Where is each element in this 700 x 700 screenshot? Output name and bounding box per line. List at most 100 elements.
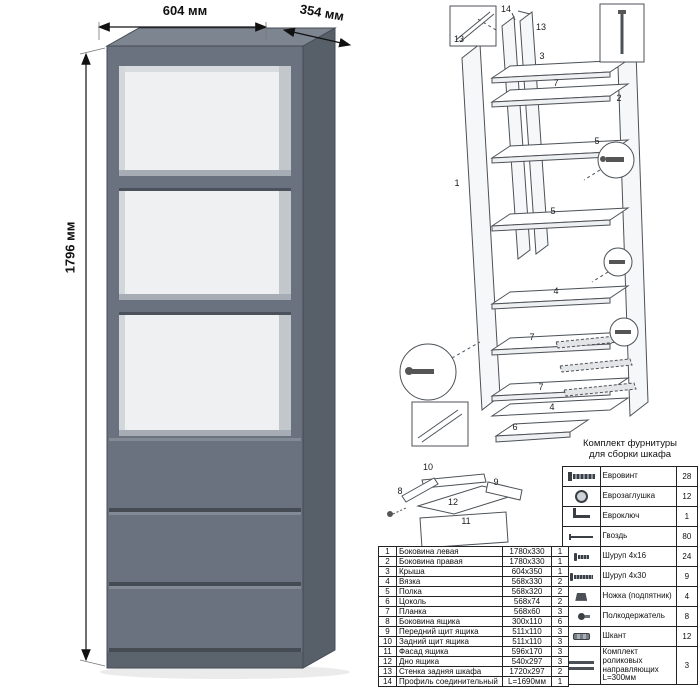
screw-4x30-icon [569,572,593,581]
hardware-name-cell: Гвоздь [599,526,677,547]
part-number-label: 3 [539,51,545,61]
hardware-qty-cell: 24 [675,546,699,567]
part-number-cell: 4 [378,576,397,587]
part-name-cell: Цоколь [396,596,503,607]
hardware-kit-title-line2: для сборки шкафа [588,449,672,461]
part-qty-cell: 1 [551,546,569,557]
hardware-qty-cell: 8 [675,606,699,627]
part-number-cell: 10 [378,636,397,647]
part-qty-cell: 2 [551,576,569,587]
hardware-qty-cell: 80 [675,526,699,547]
part-size-cell: L=1690мм [502,676,552,687]
part-number-label: 8 [397,486,403,496]
part-qty-cell: 2 [551,666,569,677]
hardware-qty-cell: 28 [675,466,699,487]
part-name-cell: Крыша [396,566,503,577]
part-size-cell: 1720x297 [502,666,552,677]
foot-icon [575,592,588,601]
hardware-table-row: Ножка (подпятник)4 [562,586,699,607]
hardware-qty-cell: 9 [675,566,699,587]
hardware-name-cell: Евроключ [599,506,677,527]
part-name-cell: Задний щит ящика [396,636,503,647]
part-qty-cell: 2 [551,596,569,607]
hardware-name-cell: Шуруп 4x16 [599,546,677,567]
part-number-label: 5 [550,206,556,216]
part-name-cell: Фасад ящика [396,646,503,657]
part-qty-cell: 3 [551,656,569,667]
part-name-cell: Стенка задняя шкафа [396,666,503,677]
part-number-label: 5 [594,136,600,146]
part-name-cell: Боковина ящика [396,616,503,627]
part-number-cell: 13 [378,666,397,677]
part-number-cell: 7 [378,606,397,617]
part-number-label: 4 [549,402,555,412]
part-qty-cell: 1 [551,676,569,687]
part-name-cell: Вязка [396,576,503,587]
hardware-qty-cell: 1 [675,506,699,527]
part-qty-cell: 6 [551,616,569,627]
hardware-icon-cell [562,526,601,547]
eurovint-icon [567,472,595,482]
part-number-label: 7 [538,382,544,392]
drawer-assembly-diagram [387,473,523,549]
part-qty-cell: 3 [551,606,569,617]
hardware-name-cell: Комплект роликовых направляющих L=300мм [599,645,677,686]
part-name-cell: Боковина правая [396,556,503,567]
part-number-label: 7 [553,78,559,88]
part-size-cell: 511x110 [502,626,552,637]
part-qty-cell: 1 [551,556,569,567]
part-number-label: 11 [461,516,471,526]
part-number-label: 7 [529,332,535,342]
dowel-icon [572,633,590,641]
hardware-name-cell: Шкант [599,626,677,647]
eurocap-icon [574,490,588,503]
part-number-label: 9 [493,477,499,487]
part-name-cell: Планка [396,606,503,617]
part-number-cell: 6 [378,596,397,607]
part-qty-cell: 3 [551,636,569,647]
part-number-label: 2 [616,93,622,103]
hardware-qty-cell: 12 [675,626,699,647]
hardware-icon-cell [562,506,601,527]
part-number-label: 13 [453,34,464,44]
part-size-cell: 568x60 [502,606,552,617]
hardware-name-cell: Шуруп 4x30 [599,566,677,587]
part-number-label: 4 [553,286,559,296]
part-size-cell: 596x170 [502,646,552,657]
part-qty-cell: 3 [551,626,569,637]
eurokey-icon [572,508,590,519]
part-number-cell: 9 [378,626,397,637]
part-size-cell: 568x74 [502,596,552,607]
hardware-name-cell: Евровинт [599,466,677,487]
hardware-name-cell: Еврозаглушка [599,486,677,507]
part-number-cell: 2 [378,556,397,567]
part-number-cell: 8 [378,616,397,627]
part-qty-cell: 2 [551,586,569,597]
part-name-cell: Дно ящика [396,656,503,667]
shelf-holder-icon [577,613,590,621]
part-size-cell: 540x297 [502,656,552,667]
part-number-cell: 14 [378,676,397,687]
part-number-cell: 5 [378,586,397,597]
hardware-kit-title: Комплект фурнитуры для сборки шкафа [560,438,700,461]
part-number-cell: 11 [378,646,397,657]
part-number-label: 6 [512,422,518,432]
part-number-cell: 1 [378,546,397,557]
